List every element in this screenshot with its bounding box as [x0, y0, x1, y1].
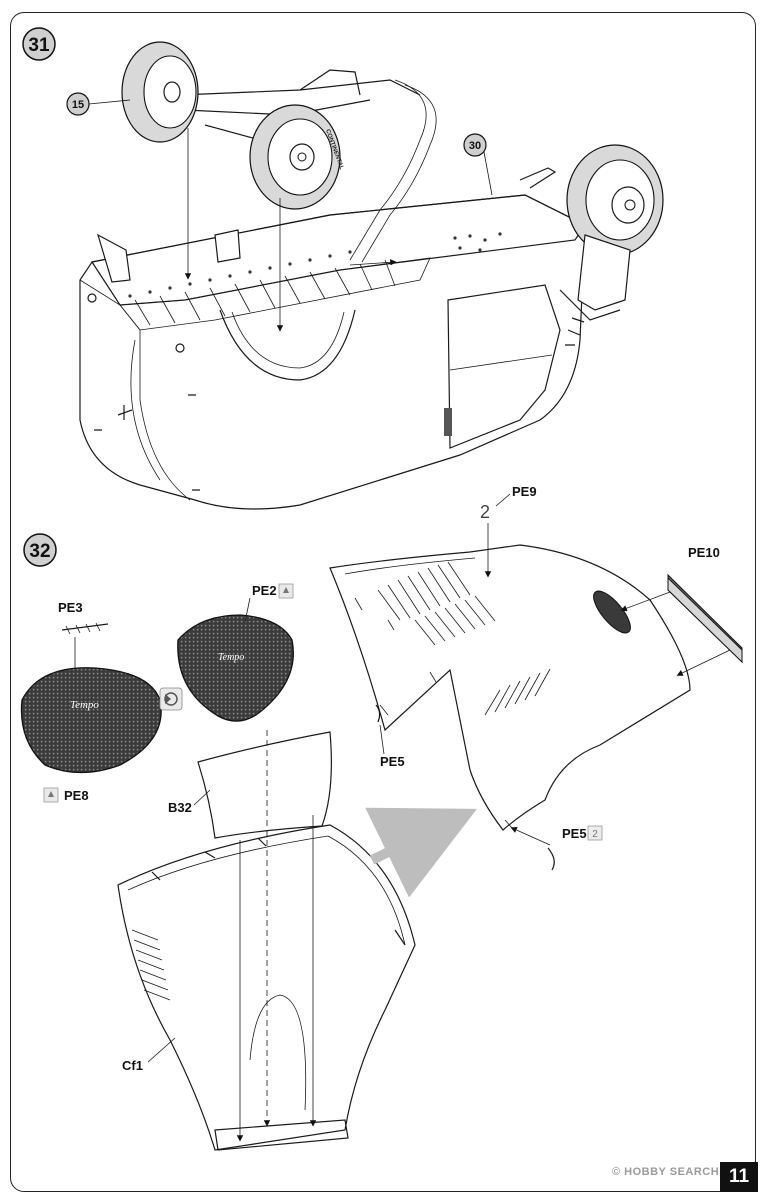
watermark: © HOBBY SEARCH [612, 1166, 720, 1178]
svg-text:15: 15 [72, 99, 84, 111]
step-31-arrows [184, 128, 397, 332]
step-32-number: 32 [29, 541, 50, 562]
part-pe9: 2 PE9 [480, 484, 537, 578]
svg-text:PE3: PE3 [58, 600, 83, 615]
part-pe10: PE10 [620, 545, 743, 676]
seat-logo: Tempo [70, 699, 99, 711]
step-32-arrows [236, 730, 317, 1142]
flip-icon [159, 687, 183, 711]
svg-text:PE9: PE9 [512, 484, 537, 499]
svg-text:Tempo: Tempo [218, 652, 244, 663]
ref-badge-30: 30 [463, 133, 493, 196]
part-pe5-left: PE5 [375, 704, 405, 769]
page-number: 11 [720, 1162, 758, 1192]
step-32-badge: 32 [23, 533, 57, 567]
direction-arrow [365, 807, 477, 898]
svg-text:PE10: PE10 [688, 545, 720, 560]
part-b32: B32 [168, 731, 332, 839]
pe9-marking: 2 [480, 502, 490, 522]
svg-text:PE5: PE5 [380, 754, 405, 769]
svg-text:B32: B32 [168, 800, 192, 815]
part-pe8: Tempo PE8 [20, 667, 162, 803]
pe5-quantity: 2 [592, 829, 598, 840]
step-31-number: 31 [28, 35, 50, 56]
part-cf1: Cf1 [117, 824, 416, 1151]
ref-badge-15: 15 [66, 92, 131, 116]
part-pe5-right: PE5 2 [510, 825, 603, 871]
wheel-assembly: CONTINENTAL [121, 41, 664, 321]
cover-panel [329, 544, 691, 831]
sidecar-body [79, 194, 586, 510]
svg-text:Cf1: Cf1 [122, 1058, 143, 1073]
svg-text:PE2: PE2 [252, 583, 277, 598]
svg-text:30: 30 [469, 140, 481, 152]
svg-text:PE5: PE5 [562, 826, 587, 841]
svg-text:PE8: PE8 [64, 788, 89, 803]
part-pe2: Tempo PE2 [177, 583, 294, 722]
step-31-badge: 31 [22, 27, 56, 61]
part-pe3: PE3 [58, 600, 109, 692]
